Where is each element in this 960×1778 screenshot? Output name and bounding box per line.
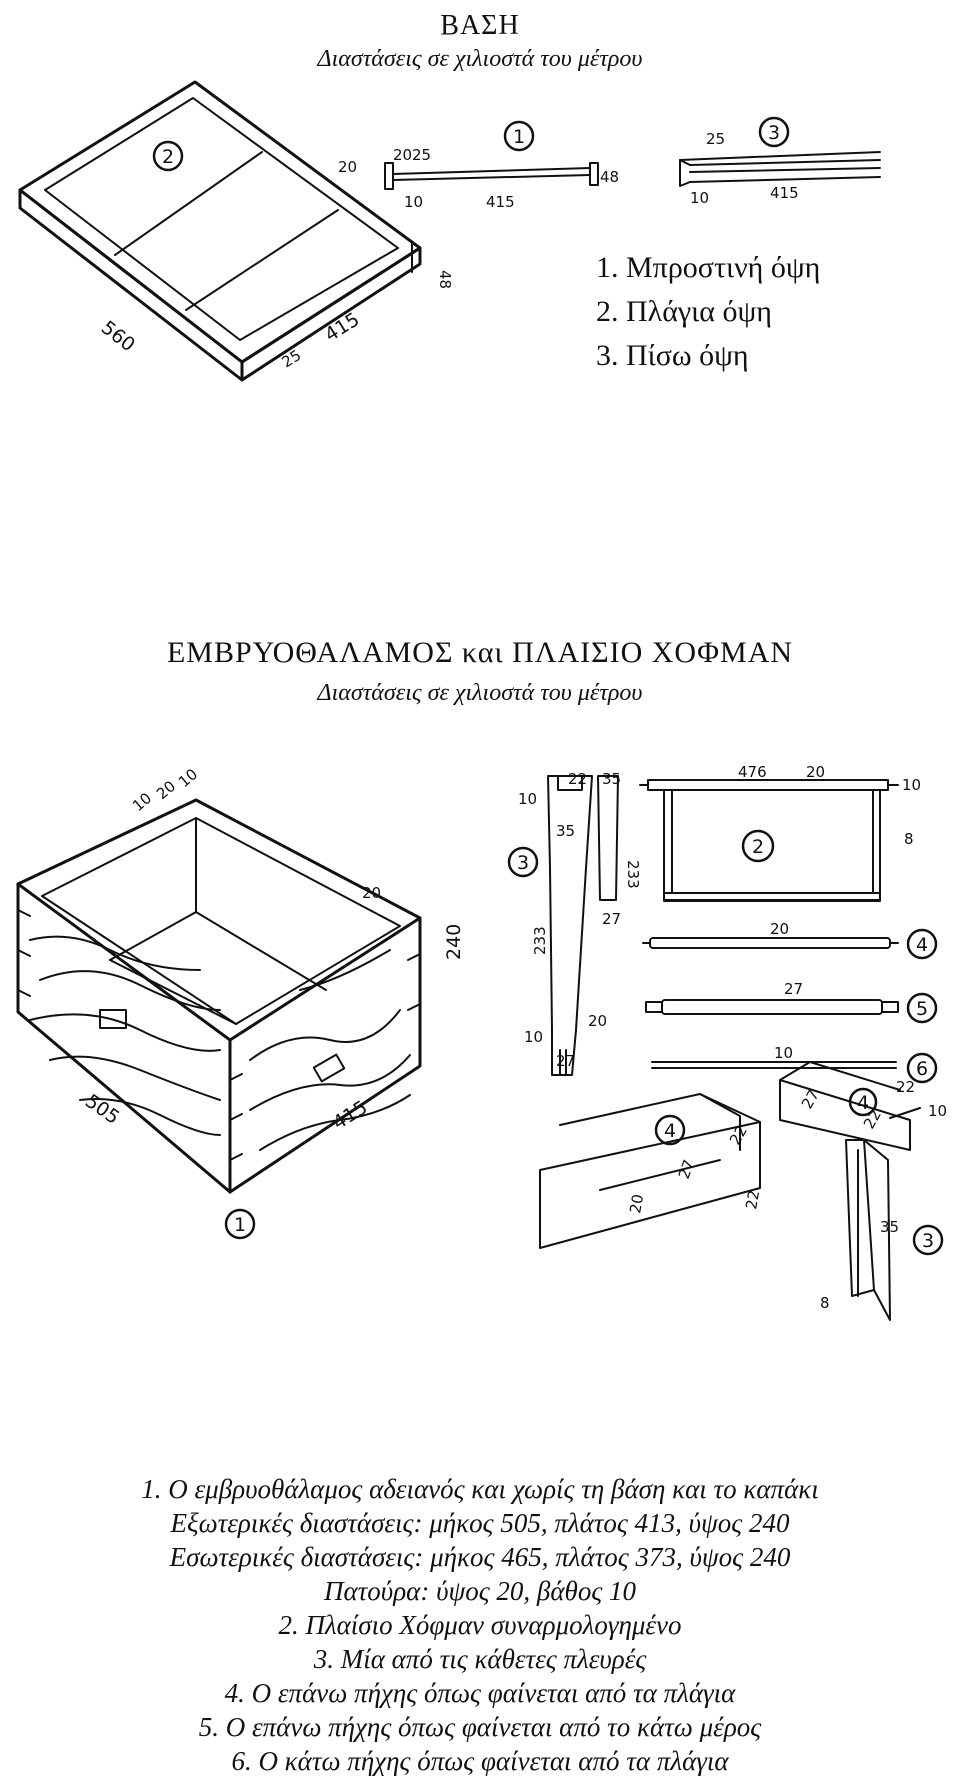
- technical-drawings: 2 1 3 1 2 3 4 5 6 4 4 3 20 20 25 415 48 …: [16, 80, 947, 1321]
- note-1: 1. Ο εμβρυοθάλαμος αδειανός και χωρίς τη…: [141, 1474, 819, 1504]
- rod-5-drawing: [645, 999, 899, 1015]
- top-bar-detail-left: [539, 1093, 761, 1249]
- dim-bar-27b: 27: [602, 910, 621, 928]
- legend-item-front-view: 1. Μπροστινή όψη: [596, 251, 821, 284]
- dim-detail2-35: 35: [880, 1218, 899, 1236]
- dim-rod4-20: 20: [770, 920, 789, 938]
- hoffman-frame-drawing: [639, 779, 899, 902]
- marker-base-3: 3: [768, 122, 780, 144]
- dim-bar-20: 20: [588, 1012, 607, 1030]
- hive-title: ΕΜΒΡΥΟΘΑΛΑΜΟΣ και ΠΛΑΙΣΙΟ ΧΟΦΜΑΝ: [166, 636, 794, 669]
- base-title: ΒΑΣΗ: [440, 10, 520, 41]
- base-drawing: [18, 80, 422, 382]
- rod-6-drawing: [651, 1061, 897, 1069]
- dim-bar-35b: 35: [602, 770, 621, 788]
- dim-bar-27: 27: [556, 1052, 575, 1070]
- note-3: 3. Μία από τις κάθετες πλευρές: [313, 1644, 647, 1674]
- dim-base-560: 560: [97, 317, 139, 357]
- dim-rod6-10: 10: [774, 1044, 793, 1062]
- dim-bar-35: 35: [556, 822, 575, 840]
- hive-box-drawing: [16, 798, 422, 1194]
- marker-detail-4a: 4: [664, 1120, 676, 1142]
- dim-bar-233: 233: [531, 926, 549, 955]
- dim-detail1-27: 27: [675, 1157, 698, 1181]
- marker-hive-5: 5: [916, 998, 928, 1020]
- base-part1-drawing: [384, 162, 599, 190]
- dim-box-10b: 10: [175, 765, 201, 791]
- marker-base-2: 2: [162, 146, 174, 168]
- marker-hive-4: 4: [916, 934, 928, 956]
- note-external-dims: Εξωτερικές διαστάσεις: μήκος 505, πλάτος…: [170, 1508, 790, 1538]
- base-subtitle: Διαστάσεις σε χιλιοστά του μέτρου: [317, 46, 643, 72]
- dim-frame-10: 10: [902, 776, 921, 794]
- dim-rod5-27: 27: [784, 980, 803, 998]
- note-internal-dims: Εσωτερικές διαστάσεις: μήκος 465, πλάτος…: [169, 1542, 791, 1572]
- dim-base-part1-10: 10: [404, 193, 423, 211]
- dim-detail1-22: 22: [726, 1122, 751, 1148]
- note-5: 5. Ο επάνω πήχης όπως φαίνεται από το κά…: [198, 1712, 762, 1742]
- dim-box-20: 20: [153, 777, 179, 803]
- base-legend: 1. Μπροστινή όψη 2. Πλάγια όψη 3. Πίσω ό…: [596, 246, 820, 378]
- dim-box-240: 240: [443, 924, 465, 960]
- dim-detail1-22b: 22: [742, 1189, 763, 1211]
- hive-subtitle: Διαστάσεις σε χιλιοστά του μέτρου: [317, 680, 643, 706]
- marker-hive-3: 3: [517, 852, 529, 874]
- dim-base-part3-25: 25: [706, 130, 725, 148]
- note-6: 6. Ο κάτω πήχης όπως φαίνεται από τα πλά…: [231, 1746, 729, 1776]
- dim-bar-22: 22: [568, 770, 587, 788]
- dim-bar-10-top: 10: [518, 790, 537, 808]
- dim-frame-8: 8: [904, 830, 914, 848]
- dim-detail2-22: 22: [896, 1078, 915, 1096]
- dim-base-part1-25: 25: [412, 146, 431, 164]
- rod-4-drawing: [642, 937, 899, 949]
- explanatory-notes: 1. Ο εμβρυοθάλαμος αδειανός και χωρίς τη…: [0, 1472, 960, 1778]
- dim-box-20r: 20: [362, 884, 381, 902]
- note-rebate: Πατούρα: ύψος 20, βάθος 10: [323, 1576, 637, 1606]
- legend-item-side-view: 2. Πλάγια όψη: [596, 295, 772, 328]
- dim-box-10a: 10: [129, 789, 155, 815]
- marker-detail-3: 3: [922, 1230, 934, 1252]
- dim-frame-20: 20: [806, 763, 825, 781]
- dim-base-part1-415: 415: [486, 193, 515, 211]
- dim-base-part1-20: 20: [393, 146, 412, 164]
- top-bar-detail-right: [779, 1061, 921, 1321]
- dim-detail2-8: 8: [820, 1294, 830, 1312]
- marker-hive-1: 1: [234, 1214, 246, 1236]
- dim-detail2-10: 10: [928, 1102, 947, 1120]
- dim-base-part3-415: 415: [770, 184, 799, 202]
- marker-hive-2: 2: [752, 836, 764, 858]
- dim-base-415: 415: [321, 308, 363, 346]
- dim-detail1-20: 20: [626, 1193, 647, 1215]
- note-4: 4. Ο επάνω πήχης όπως φαίνεται από τα πλ…: [224, 1678, 736, 1708]
- marker-base-1: 1: [513, 126, 525, 148]
- note-2: 2. Πλαίσιο Χόφμαν συναρμολογημένο: [278, 1610, 682, 1640]
- base-part3-drawing: [679, 151, 881, 187]
- marker-detail-4b: 4: [857, 1092, 869, 1114]
- dim-frame-476: 476: [738, 763, 767, 781]
- frame-side-bar-drawing: [547, 775, 619, 1076]
- dim-base-48: 48: [436, 270, 454, 289]
- dim-detail2-27: 27: [798, 1086, 823, 1112]
- dim-base-part3-10: 10: [690, 189, 709, 207]
- marker-hive-6: 6: [916, 1058, 928, 1080]
- dim-base-25: 25: [279, 346, 305, 371]
- dim-bar-233b: 233: [624, 860, 642, 889]
- dim-bar-10-bottom: 10: [524, 1028, 543, 1046]
- dim-base-20: 20: [338, 158, 357, 176]
- dim-base-part1-48: 48: [600, 168, 619, 186]
- legend-item-back-view: 3. Πίσω όψη: [596, 339, 749, 372]
